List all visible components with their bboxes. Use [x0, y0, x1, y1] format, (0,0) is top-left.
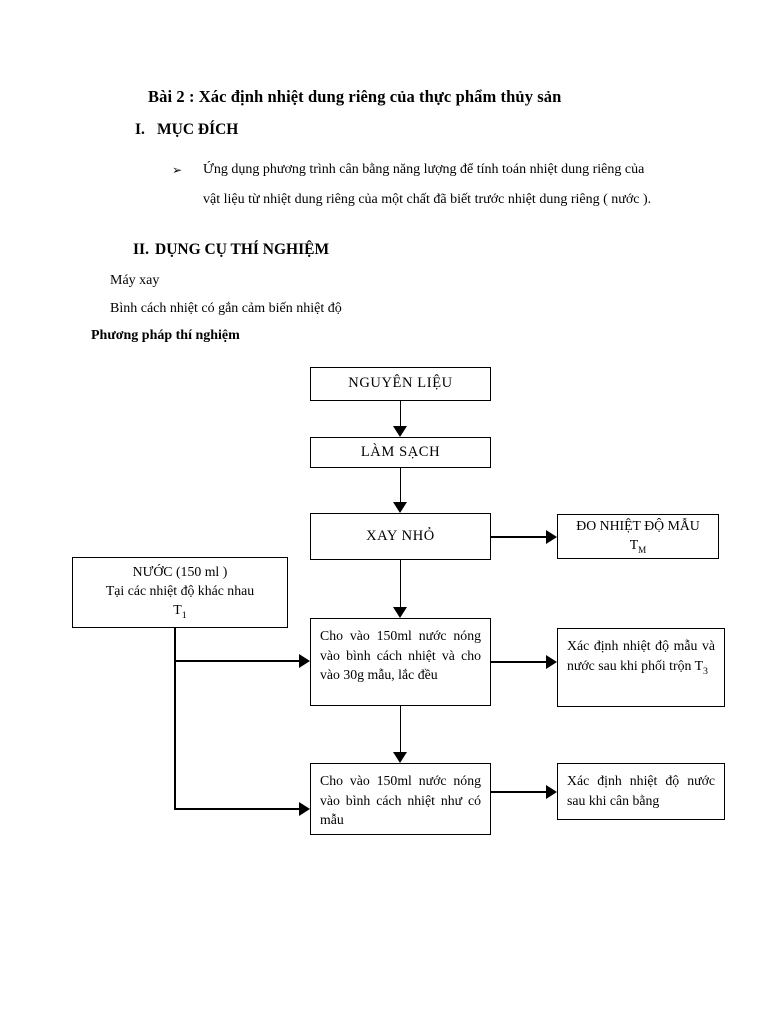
- result-mixed-subscript: 3: [703, 665, 708, 677]
- method-subheading: Phương pháp thí nghiệm: [91, 328, 240, 343]
- flow-node-result-mixed: Xác định nhiệt độ mẫu và nước sau khi ph…: [557, 628, 725, 707]
- flow-node-raw-material: NGUYÊN LIỆU: [310, 367, 491, 401]
- flow-node-mix-with-sample: Cho vào 150ml nước nóng vào bình cách nh…: [310, 618, 491, 706]
- objective-text: Ứng dụng phương trình cân bằng năng lượn…: [203, 162, 652, 207]
- water-label-line2: Tại các nhiệt độ khác nhau: [105, 583, 255, 599]
- water-label-line1: NƯỚC (150 ml ): [132, 563, 228, 579]
- water-temp-symbol: T1: [173, 602, 187, 622]
- measure-sample-temp-label: ĐO NHIỆT ĐỘ MẪU: [576, 518, 700, 534]
- section-number-1: I.: [135, 121, 145, 138]
- arrowhead-blank-to-result: [546, 784, 557, 799]
- section-number-2: II.: [133, 241, 149, 258]
- connector-raw-to-clean: [399, 401, 402, 427]
- result-mixed-text: Xác định nhiệt độ mẫu và nước sau khi ph…: [567, 638, 715, 673]
- connector-grind-to-mix: [399, 560, 402, 607]
- connector-water-to-blank: [174, 808, 299, 810]
- objective-bullet: ➢ Ứng dụng phương trình cân bằng năng lư…: [172, 155, 662, 215]
- flow-node-water: NƯỚC (150 ml ) Tại các nhiệt độ khác nha…: [72, 557, 288, 628]
- connector-water-to-mix: [174, 660, 299, 662]
- arrowhead-grind-to-measure: [546, 529, 557, 544]
- arrowhead-water-to-mix: [299, 653, 310, 668]
- arrowhead-water-to-blank: [299, 801, 310, 816]
- equipment-line-1: Máy xay: [110, 273, 160, 288]
- section-title-1: MỤC ĐÍCH: [157, 121, 239, 138]
- equipment-line-2: Bình cách nhiệt có gắn cảm biến nhiệt độ: [110, 301, 342, 316]
- section-title-2: DỤNG CỤ THÍ NGHIỆM: [155, 241, 330, 258]
- section-heading-1: I. MỤC ĐÍCH: [135, 121, 238, 139]
- section-heading-2: II. DỤNG CỤ THÍ NGHIỆM: [133, 241, 329, 259]
- flow-node-result-equilibrium: Xác định nhiệt độ nước sau khi cân bằng: [557, 763, 725, 820]
- arrowhead-mix-to-blank: [393, 752, 407, 763]
- connector-blank-to-result: [491, 791, 546, 793]
- arrowhead-clean-to-grind: [393, 502, 407, 513]
- arrowhead-mix-to-result: [546, 654, 557, 669]
- connector-mix-to-blank: [399, 706, 402, 752]
- connector-clean-to-grind: [399, 468, 402, 502]
- connector-grind-to-measure: [491, 536, 546, 538]
- arrowhead-raw-to-clean: [393, 426, 407, 437]
- flow-node-measure-sample-temp: ĐO NHIỆT ĐỘ MẪU TM: [557, 514, 719, 559]
- flow-node-blank-run: Cho vào 150ml nước nóng vào bình cách nh…: [310, 763, 491, 835]
- page-title: Bài 2 : Xác định nhiệt dung riêng của th…: [148, 87, 562, 106]
- connector-mix-to-result: [491, 661, 546, 663]
- flow-node-cleaning: LÀM SẠCH: [310, 437, 491, 468]
- connector-water-spine: [174, 628, 176, 809]
- measure-sample-temp-symbol: TM: [629, 537, 647, 556]
- flow-node-grinding: XAY NHỎ: [310, 513, 491, 560]
- arrow-bullet-icon: ➢: [172, 163, 183, 177]
- arrowhead-grind-to-mix: [393, 607, 407, 618]
